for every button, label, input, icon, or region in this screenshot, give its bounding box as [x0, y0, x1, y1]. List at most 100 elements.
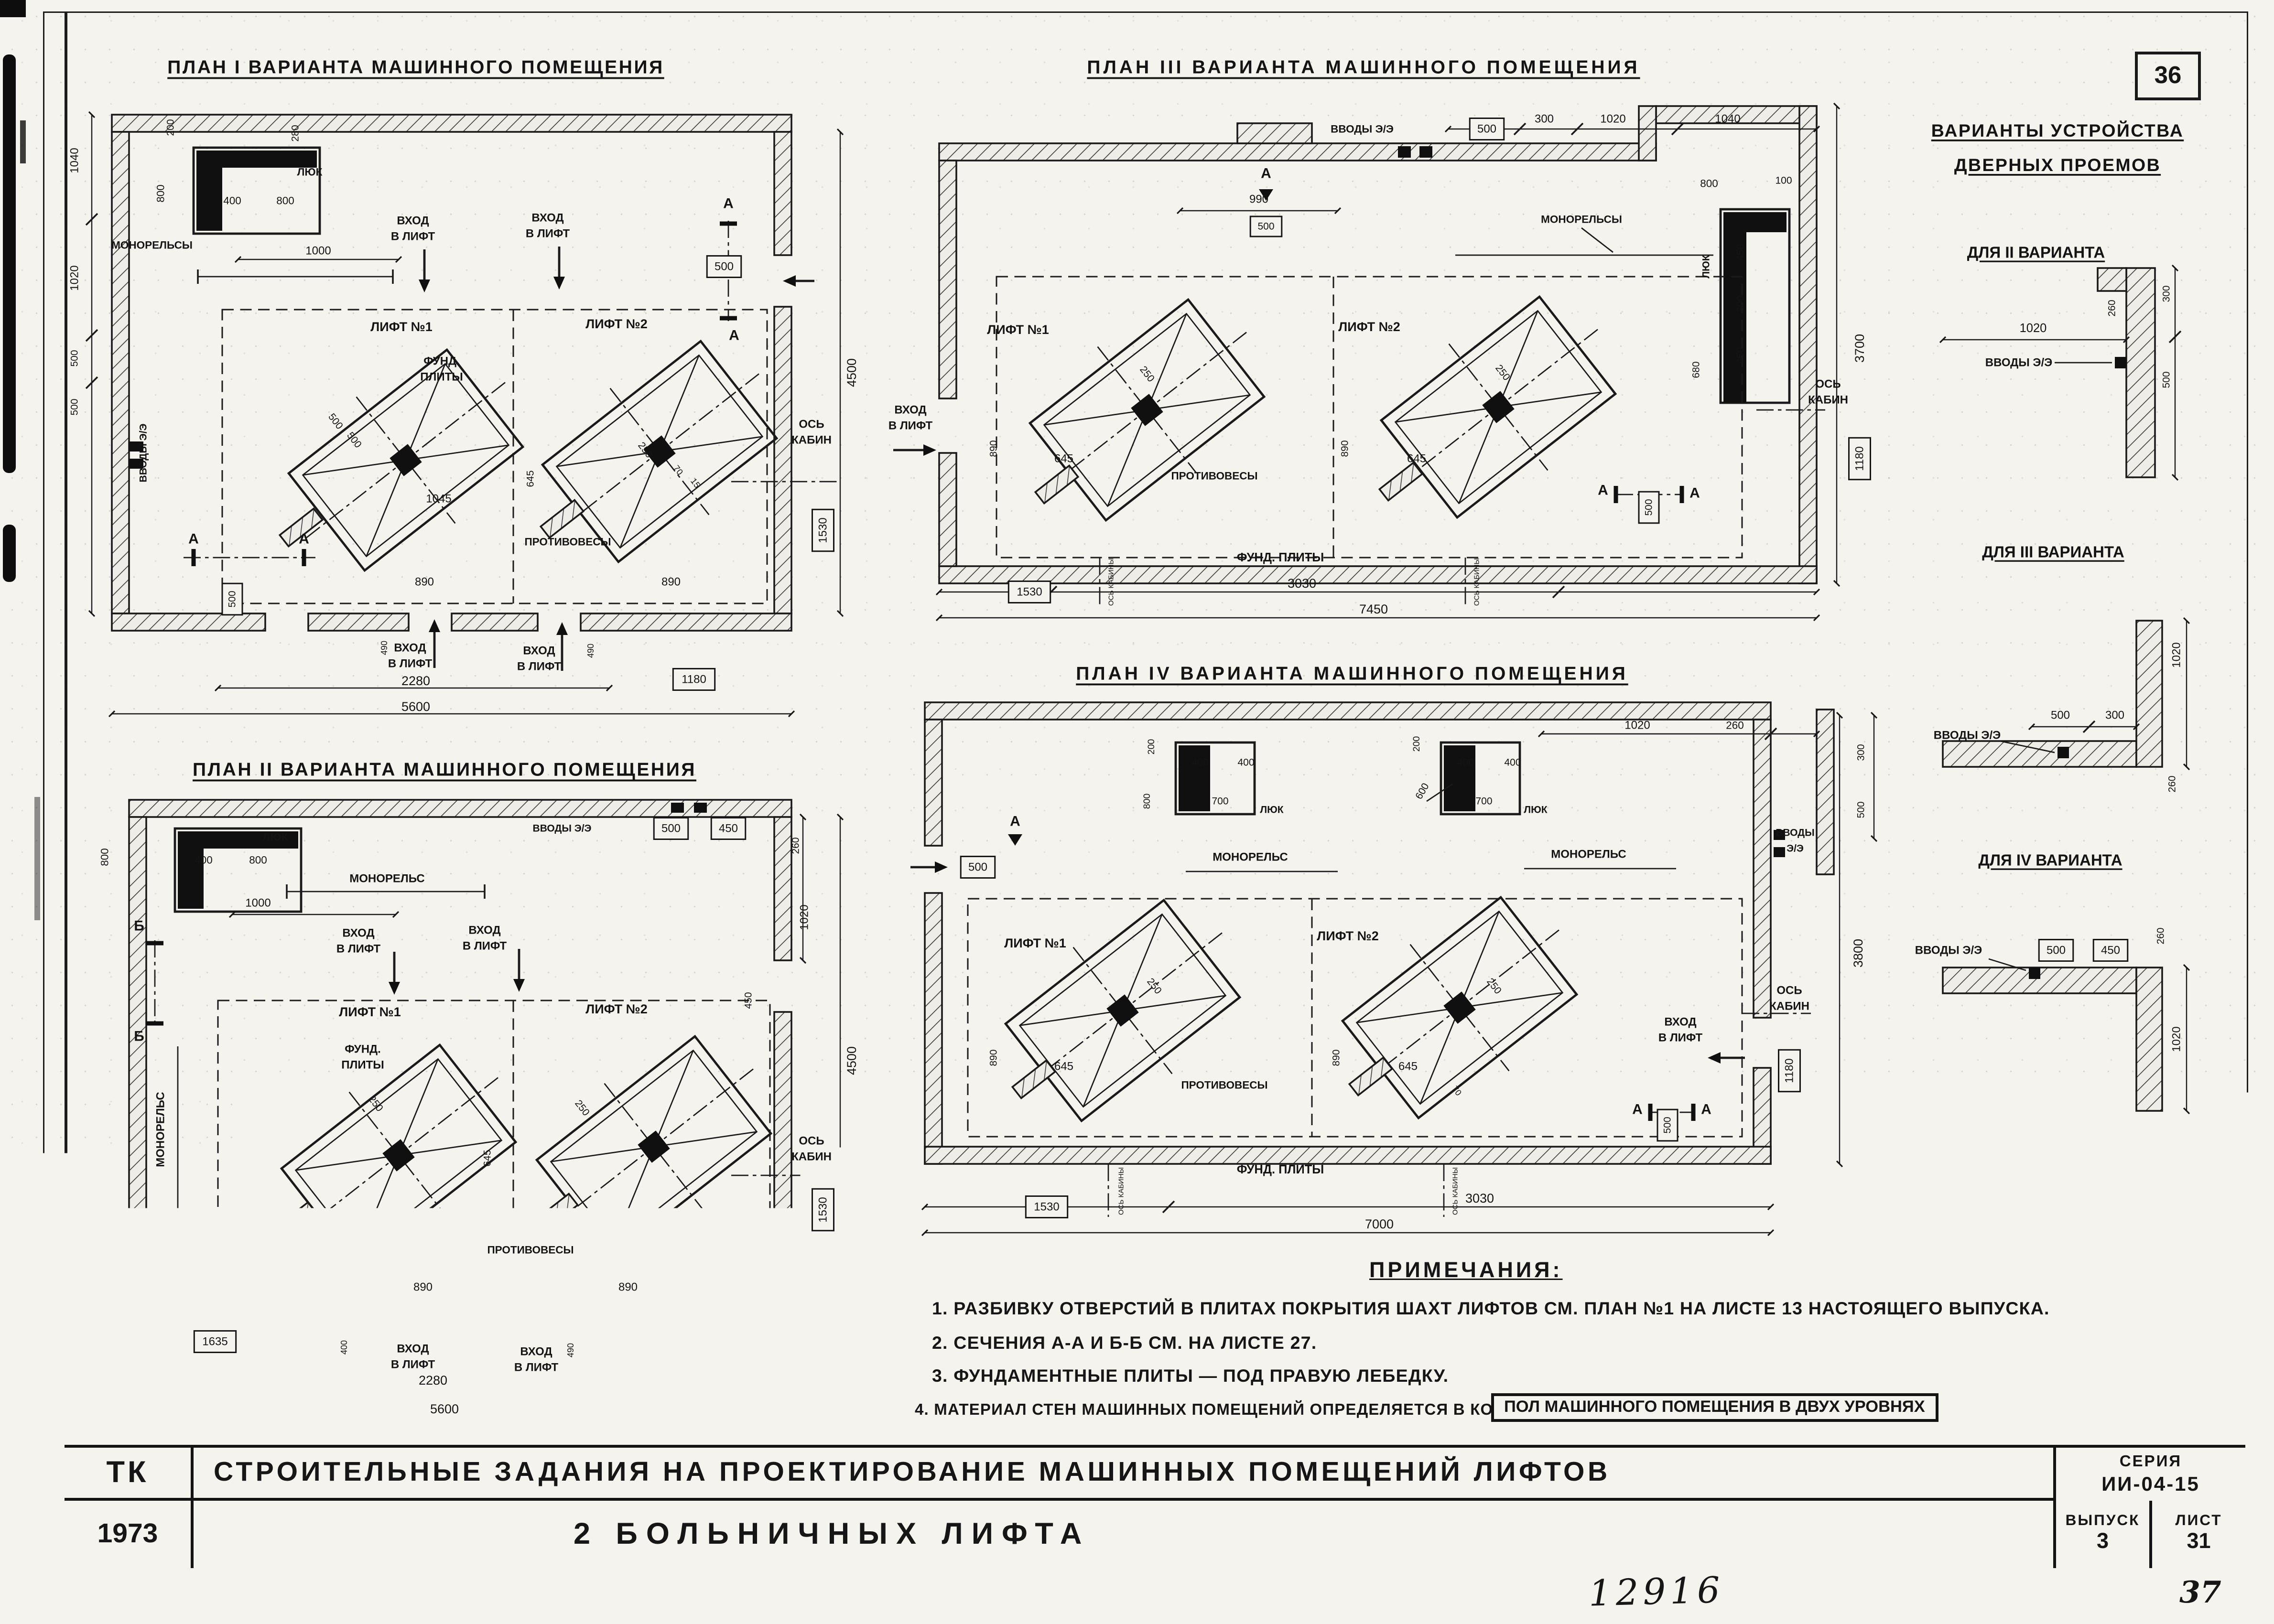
plan-1-machine-room-drawing: ПЛАН I ВАРИАНТА МАШИННОГО ПОМЕЩЕНИЯ20028… [57, 40, 939, 757]
drawing-label: ОСЬ КАБИНЫ [1451, 1167, 1460, 1215]
series-value: ИИ-04-15 [2101, 1472, 2200, 1495]
svg-text:600: 600 [1413, 781, 1431, 801]
svg-text:500: 500 [1662, 1117, 1673, 1133]
drawing-label: В ЛИФТ [514, 1361, 559, 1374]
svg-text:645: 645 [1054, 452, 1073, 465]
svg-text:300: 300 [2161, 285, 2172, 302]
svg-text:1530: 1530 [1034, 1201, 1059, 1214]
svg-text:КАБИН: КАБИН [1808, 394, 1848, 407]
svg-text:ВХОД: ВХОД [397, 1343, 429, 1355]
plan-3-labels: ПЛАН III ВАРИАНТА МАШИННОГО ПОМЕЩЕНИЯВВО… [888, 57, 1871, 617]
monorail-line [198, 269, 393, 284]
svg-text:300: 300 [1735, 295, 1746, 312]
svg-text:400: 400 [223, 195, 241, 207]
svg-text:А: А [1010, 814, 1020, 829]
svg-text:ВВОДЫ Э/Э: ВВОДЫ Э/Э [1985, 356, 2053, 369]
drawing-label: 1530 [1008, 581, 1050, 603]
svg-text:МОНОРЕЛЬСЫ: МОНОРЕЛЬСЫ [111, 239, 193, 251]
svg-text:200: 200 [165, 119, 176, 136]
svg-text:645: 645 [525, 470, 536, 487]
svg-text:Б: Б [134, 1029, 144, 1044]
drawing-label: Э/Э [1787, 843, 1804, 854]
counterweight [541, 500, 583, 538]
drawing-label: ВХОД [468, 924, 500, 937]
svg-text:1180: 1180 [1853, 446, 1866, 471]
svg-text:500: 500 [1257, 221, 1274, 232]
svg-text:ЛЮК: ЛЮК [1260, 805, 1283, 816]
drawing-label: 890 [618, 1281, 638, 1294]
svg-text:500: 500 [2051, 709, 2070, 722]
drawing-label: 500 [345, 430, 364, 450]
drawing-label: ВВОДЫ Э/Э [1985, 356, 2053, 369]
scan-edge-mark [3, 54, 16, 473]
drawing-label: А [299, 531, 309, 547]
drawing-label: А [188, 531, 199, 547]
svg-text:800: 800 [155, 184, 167, 203]
drawing-label: В ЛИФТ [463, 940, 507, 953]
drawing-label: ВВОДЫ [1776, 828, 1814, 839]
svg-text:1020: 1020 [2170, 1026, 2183, 1052]
svg-text:ПЛИТЫ: ПЛИТЫ [420, 371, 463, 384]
drawing-label: 200 [165, 119, 176, 136]
svg-text:В ЛИФТ: В ЛИФТ [517, 660, 562, 673]
drawing-label: 4500 [845, 358, 859, 387]
svg-text:800: 800 [1142, 794, 1152, 809]
svg-text:ОСЬ КАБИНЫ: ОСЬ КАБИНЫ [1451, 1167, 1460, 1215]
svg-text:В ЛИФТ: В ЛИФТ [1658, 1032, 1703, 1044]
drawing-label: 500 [2161, 371, 2172, 388]
entrance-arrow-icon [389, 949, 568, 1373]
svg-text:ВХОД: ВХОД [397, 215, 429, 227]
svg-text:1530: 1530 [817, 517, 830, 543]
drawing-label: ОСЬ [1776, 984, 1802, 997]
drawing-label: 800 [99, 848, 111, 866]
drawing-label: 450 [711, 818, 746, 839]
drawing-label: 1040 [68, 148, 81, 173]
svg-text:А: А [1598, 483, 1608, 498]
drawing-label: ДЛЯ III ВАРИАНТА [1982, 543, 2124, 561]
svg-text:890: 890 [415, 576, 434, 589]
svg-text:250: 250 [1145, 976, 1164, 996]
drawing-label: 250 [1145, 976, 1164, 996]
svg-text:ЛЮК: ЛЮК [1524, 805, 1547, 816]
drawing-label: 800 [1700, 178, 1718, 190]
svg-text:ОСЬ: ОСЬ [1815, 378, 1841, 391]
monorail-line [178, 884, 485, 1221]
drawing-label: 800 [276, 195, 294, 207]
svg-text:260: 260 [2167, 775, 2178, 792]
scan-edge-mark [34, 797, 40, 920]
drawing-label: 800 [249, 854, 267, 866]
drawing-label: 500 [222, 583, 242, 615]
svg-text:ЛИФТ №1: ЛИФТ №1 [370, 320, 432, 334]
drawing-label: 1530 [812, 1189, 834, 1230]
drawing-label: 600 [1413, 781, 1431, 801]
svg-text:260: 260 [2107, 300, 2118, 316]
drawing-label: 400 [1237, 757, 1254, 768]
elevator-car [1311, 867, 1609, 1149]
svg-text:1040: 1040 [1715, 113, 1740, 126]
drawing-label: ПЛАН II ВАРИАНТА МАШИННОГО ПОМЕЩЕНИЯ [193, 760, 696, 780]
svg-text:500: 500 [326, 411, 345, 431]
drawing-label: ВВОДЫ Э/Э [1331, 123, 1394, 135]
svg-text:ВВОДЫ Э/Э: ВВОДЫ Э/Э [1934, 729, 2001, 742]
svg-text:2280: 2280 [401, 674, 430, 688]
svg-text:ОСЬ: ОСЬ [799, 418, 824, 431]
svg-text:645: 645 [1054, 1060, 1073, 1073]
issue-value: 3 [2097, 1531, 2109, 1555]
drawing-label: ЛЮК [1524, 805, 1547, 816]
svg-text:1635: 1635 [202, 1335, 227, 1348]
svg-text:490: 490 [379, 641, 389, 655]
plan-2-labels: ПЛАН II ВАРИАНТА МАШИННОГО ПОМЕЩЕНИЯ 800 4… [99, 760, 859, 1417]
svg-text:ЛИФТ №2: ЛИФТ №2 [585, 1002, 647, 1016]
svg-text:А: А [1701, 1102, 1711, 1118]
svg-text:490: 490 [586, 644, 596, 658]
svg-text:645: 645 [482, 1150, 493, 1166]
svg-text:ОСЬ КАБИНЫ: ОСЬ КАБИНЫ [1107, 558, 1115, 606]
drawing-label: 500 [1657, 1109, 1678, 1141]
drawing-label: 500 [1856, 801, 1867, 818]
drawing-label: 500 [69, 398, 80, 415]
svg-text:А: А [1689, 485, 1700, 501]
svg-text:500: 500 [227, 591, 238, 607]
svg-text:500: 500 [1644, 499, 1655, 516]
drawing-label: 400 [195, 854, 213, 866]
